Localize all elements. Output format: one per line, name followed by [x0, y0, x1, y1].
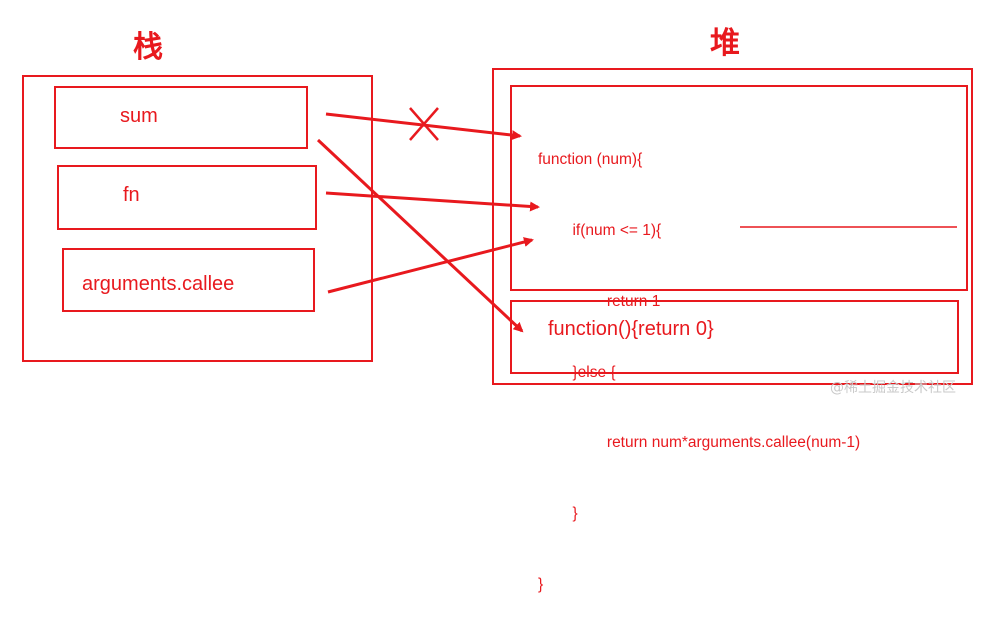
stack-item-arguments-callee: arguments.callee	[62, 248, 315, 312]
arrow-fn-to-recursive	[325, 191, 540, 212]
stack-item-fn: fn	[57, 165, 317, 230]
stack-panel	[22, 75, 373, 362]
code-line: if(num <= 1){	[538, 221, 662, 239]
heap-panel	[492, 68, 973, 385]
stack-item-label: fn	[123, 184, 140, 206]
code-line: return num*arguments.callee(num-1)	[538, 434, 861, 452]
arrow-sum-to-return-zero	[316, 138, 524, 333]
code-line: function (num){	[538, 151, 643, 169]
heap-title: 堆	[710, 26, 740, 61]
watermark: @稀土掘金技术社区	[830, 380, 956, 396]
code-line: }	[538, 575, 544, 593]
code-line: }	[538, 505, 578, 523]
heap-function-recursive	[510, 85, 968, 291]
function-text: function(){return 0}	[548, 318, 714, 340]
stack-item-label: sum	[120, 105, 158, 127]
stack-item-sum: sum	[54, 86, 308, 149]
heap-function-return-zero: function(){return 0}	[510, 300, 959, 374]
arrows-layer	[316, 107, 957, 333]
stack-item-label: arguments.callee	[82, 273, 235, 295]
cross-mark-line	[409, 107, 439, 141]
arrow-callee-to-recursive	[327, 237, 534, 294]
stack-title: 栈	[133, 30, 163, 65]
